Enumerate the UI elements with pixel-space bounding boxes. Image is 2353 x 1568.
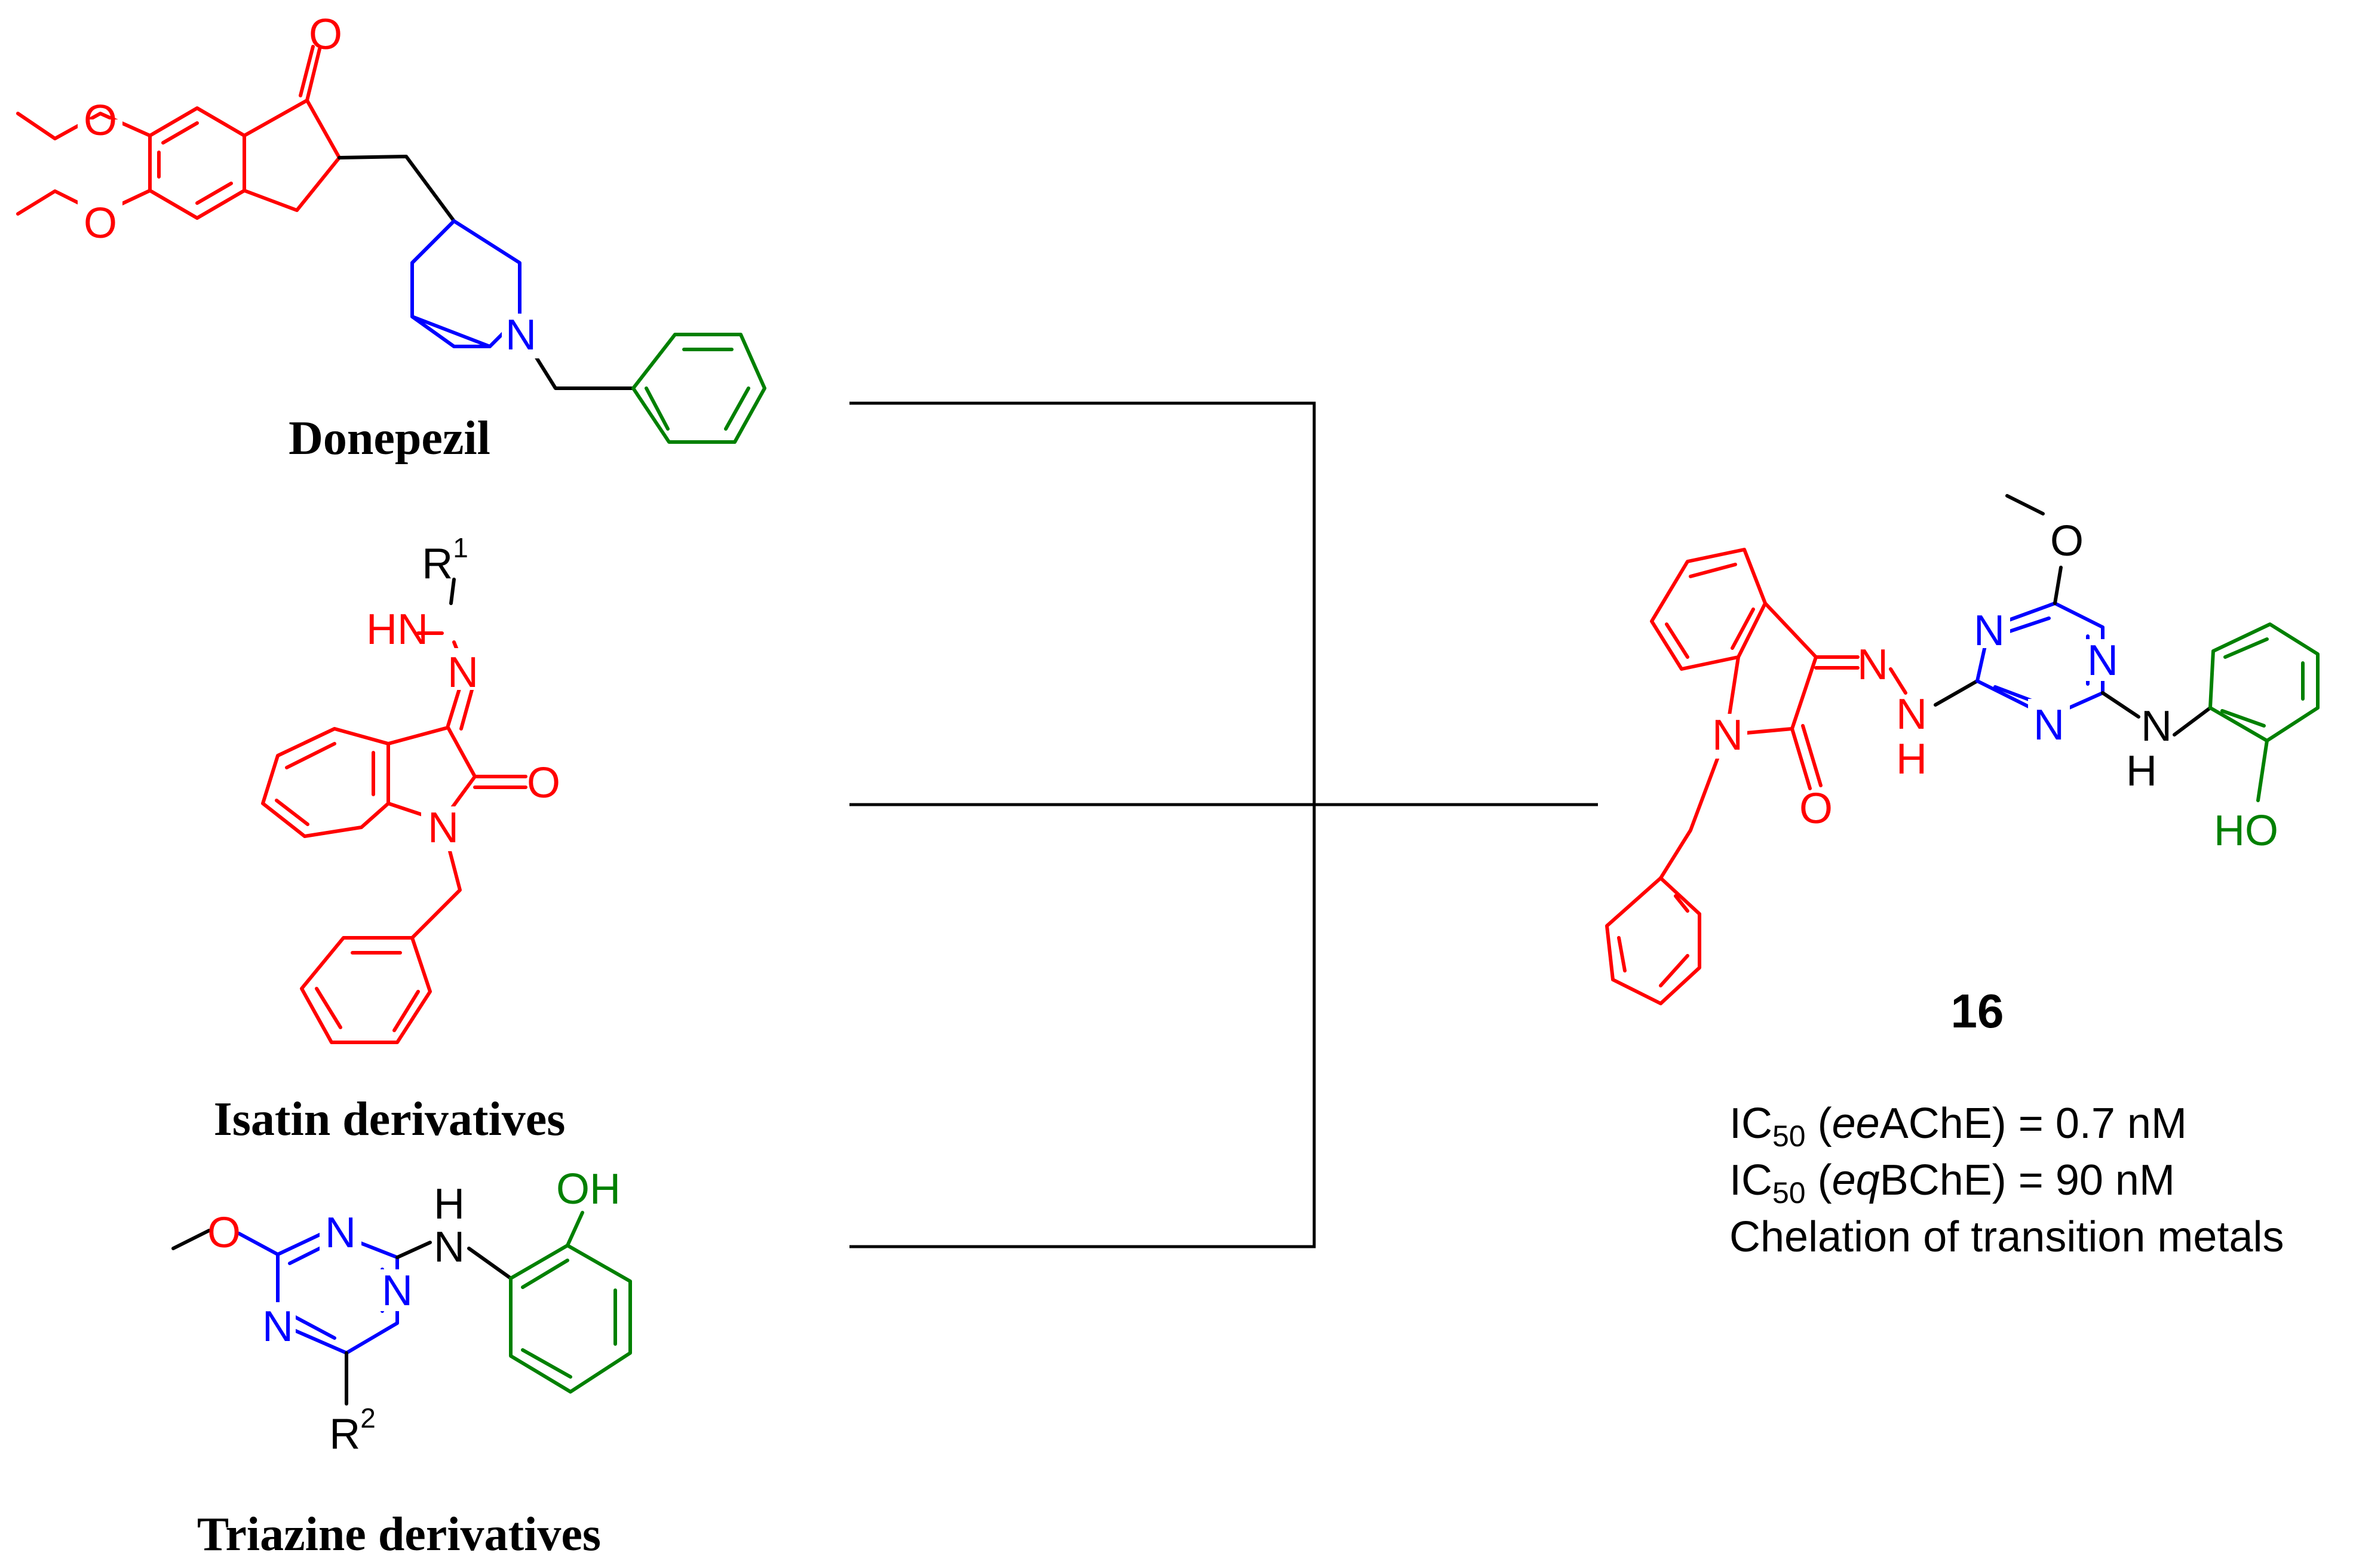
isatin-structure: R1 HN N O N Isatin derivatives bbox=[214, 532, 566, 1146]
ic50-bche-line: IC50 (eqBChE) = 90 nM bbox=[1729, 1156, 2175, 1210]
donepezil-caption: Donepezil bbox=[289, 412, 490, 465]
chelation-line: Chelation of transition metals bbox=[1729, 1213, 2284, 1261]
triazine-ring-n1: N bbox=[325, 1209, 356, 1257]
triazine-ring-n3: N bbox=[262, 1303, 293, 1351]
c16-triazine-n1: N bbox=[1974, 607, 2005, 655]
compound-16-label: 16 bbox=[1951, 984, 2004, 1038]
isatin-caption: Isatin derivatives bbox=[214, 1093, 566, 1146]
triazine-methoxy-o: O bbox=[207, 1209, 241, 1257]
compound-16-structure: N O N N H N N N O N H HO 16 IC50 (eeAChE… bbox=[1605, 494, 2320, 1261]
c16-aniline-n: N bbox=[2141, 702, 2172, 750]
triazine-oh: OH bbox=[556, 1165, 621, 1213]
donepezil-structure: O O O N Donepezil bbox=[16, 11, 766, 465]
c16-ring-n: N bbox=[1712, 711, 1743, 759]
c16-methoxy-o: O bbox=[2050, 517, 2084, 565]
isatin-imine-n: N bbox=[447, 649, 478, 696]
c16-oh: HO bbox=[2214, 807, 2278, 855]
triazine-nh-h: H bbox=[434, 1180, 465, 1228]
isatin-r1: R1 bbox=[422, 532, 468, 588]
ic50-ache-line: IC50 (eeAChE) = 0.7 nM bbox=[1729, 1100, 2187, 1153]
donepezil-methoxy-o1: O bbox=[84, 97, 117, 145]
triazine-structure: O N N N H N OH R2 Triazine derivatives bbox=[171, 1165, 632, 1561]
triazine-nh-n: N bbox=[434, 1223, 465, 1271]
c16-triazine-n2: N bbox=[2087, 637, 2118, 685]
donepezil-carbonyl-o: O bbox=[309, 11, 342, 59]
donepezil-methoxy-o2: O bbox=[84, 200, 117, 247]
c16-triazine-n3: N bbox=[2033, 701, 2064, 749]
isatin-hn: HN bbox=[366, 606, 428, 653]
c16-hydrazine-h: H bbox=[1896, 735, 1927, 783]
c16-carbonyl-o: O bbox=[1799, 785, 1833, 833]
donepezil-piperidine-n: N bbox=[505, 311, 536, 359]
c16-imine-n: N bbox=[1857, 641, 1888, 689]
c16-aniline-h: H bbox=[2126, 747, 2157, 795]
isatin-ring-n: N bbox=[428, 804, 459, 852]
c16-hydrazine-n: N bbox=[1896, 691, 1927, 738]
triazine-caption: Triazine derivatives bbox=[197, 1508, 601, 1561]
triazine-r2: R2 bbox=[329, 1403, 376, 1458]
isatin-carbonyl-o: O bbox=[527, 759, 560, 807]
merge-connector bbox=[849, 401, 1598, 1248]
triazine-ring-n2: N bbox=[382, 1267, 413, 1315]
